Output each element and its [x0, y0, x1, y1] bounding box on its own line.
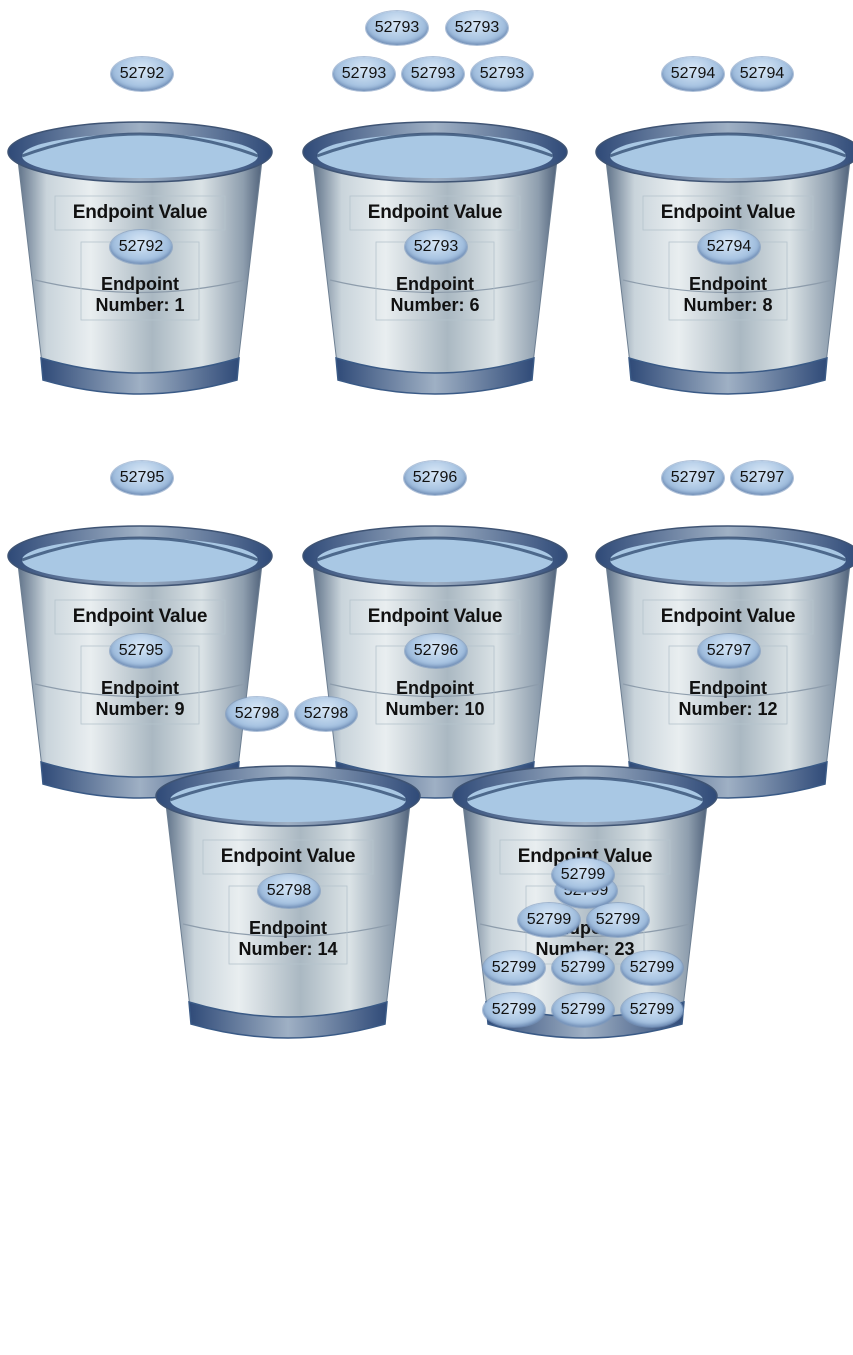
incoming-value-pill: 52794: [731, 57, 793, 91]
bucket-heading: Endpoint Value: [72, 202, 208, 223]
incoming-value-pill: 52799: [552, 858, 614, 892]
endpoint-value-pill: 52798: [258, 874, 320, 908]
bucket-graphic: [302, 121, 568, 395]
incoming-value-pill: 52799: [621, 951, 683, 985]
incoming-value-pill: 52794: [662, 57, 724, 91]
bucket-heading: Endpoint Value: [660, 606, 796, 627]
incoming-value-pill: 52799: [552, 951, 614, 985]
bucket-heading: Endpoint Value: [367, 606, 503, 627]
incoming-value-pill: 52799: [483, 951, 545, 985]
endpoint-value-pill: 52797: [698, 634, 760, 668]
incoming-value-pill: 52795: [111, 461, 173, 495]
incoming-value-pill: 52793: [402, 57, 464, 91]
incoming-value-pill: 52793: [471, 57, 533, 91]
bucket-heading: Endpoint Value: [72, 606, 208, 627]
incoming-value-pill: 52797: [662, 461, 724, 495]
bucket-graphic: [595, 525, 853, 799]
endpoint-value-pill: 52792: [110, 230, 172, 264]
bucket-graphic: [7, 121, 273, 395]
bucket-graphic: [155, 765, 421, 1039]
incoming-value-pill: 52799: [483, 993, 545, 1027]
incoming-value-pill: 52793: [366, 11, 428, 45]
endpoint-value-pill: 52794: [698, 230, 760, 264]
endpoint-value-pill: 52793: [405, 230, 467, 264]
incoming-value-pill: 52798: [226, 697, 288, 731]
incoming-value-pill: 52799: [552, 993, 614, 1027]
bucket-graphic: [7, 525, 273, 799]
incoming-value-pill: 52799: [621, 993, 683, 1027]
incoming-value-pill: 52799: [518, 903, 580, 937]
bucket-heading: Endpoint Value: [517, 846, 653, 867]
bucket-heading: Endpoint Value: [367, 202, 503, 223]
endpoint-value-pill: 52795: [110, 634, 172, 668]
incoming-value-pill: 52796: [404, 461, 466, 495]
bucket-graphic: [302, 525, 568, 799]
incoming-value-pill: 52793: [446, 11, 508, 45]
endpoint-value-pill: 52796: [405, 634, 467, 668]
bucket-heading: Endpoint Value: [660, 202, 796, 223]
incoming-value-pill: 52793: [333, 57, 395, 91]
incoming-value-pill: 52799: [587, 903, 649, 937]
incoming-value-pill: 52792: [111, 57, 173, 91]
bucket-graphic: [595, 121, 853, 395]
incoming-value-pill: 52798: [295, 697, 357, 731]
bucket-heading: Endpoint Value: [220, 846, 356, 867]
incoming-value-pill: 52797: [731, 461, 793, 495]
